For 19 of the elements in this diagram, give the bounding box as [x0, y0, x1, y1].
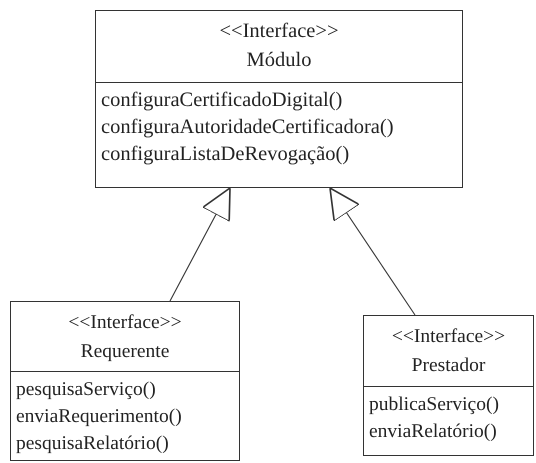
method-name: enviaRelatório() — [369, 420, 498, 444]
method-name: configuraCertificadoDigital() — [101, 88, 344, 113]
method-name: pesquisaServiço() — [16, 378, 157, 402]
class-name: Prestador — [410, 354, 486, 378]
method-name: configuraListaDeRevogação() — [101, 142, 350, 167]
generalization-arrow — [329, 187, 416, 316]
stereotype-label: <<Interface>> — [390, 325, 506, 349]
method-name: pesquisaRelatório() — [16, 432, 170, 456]
generalization-arrow — [170, 187, 231, 302]
class-name: Módulo — [246, 48, 312, 73]
method-name: configuraAutoridadeCertificadora() — [101, 115, 395, 140]
interface-class-box — [363, 315, 534, 456]
stereotype-label: <<Interface>> — [67, 311, 183, 335]
method-name: publicaServiço() — [369, 393, 500, 417]
stereotype-label: <<Interface>> — [218, 19, 340, 44]
class-name: Requerente — [80, 340, 170, 364]
interface-class-box — [95, 10, 463, 188]
interface-class-box — [10, 301, 240, 461]
method-name: enviaRequerimento() — [16, 405, 183, 429]
